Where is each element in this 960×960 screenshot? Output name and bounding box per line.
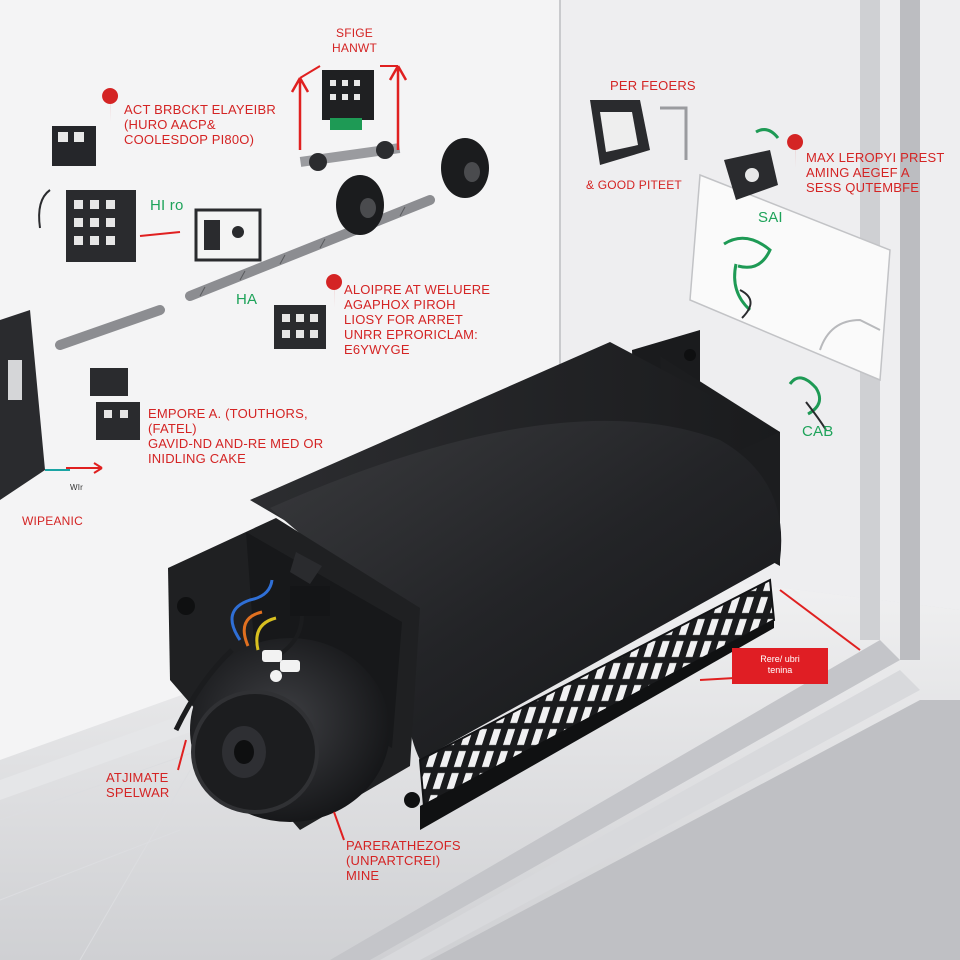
green-wiring — [723, 128, 822, 416]
right-callout: MAX LEROPYI PREST AMING AEGEF A SESS QUT… — [806, 150, 945, 195]
threaded-rod — [55, 195, 435, 350]
top-shaft — [299, 141, 401, 171]
tiny-left-label: WIr — [70, 483, 84, 492]
green-hi-label: HI ro — [150, 197, 184, 214]
bottom-center-callout: PARERATHEZOFS (UNPARTCREI) MINE — [346, 838, 461, 883]
good-piteet-label: & GOOD PITEET — [586, 178, 682, 192]
left-cabinet — [0, 310, 70, 500]
top-left-callout: ACT BRBCKT ELAYEIBR (HURO AACP& COOLESDO… — [124, 102, 276, 147]
glass-panel — [689, 173, 891, 382]
left-bracket-component — [38, 126, 181, 262]
motor-wiring — [173, 579, 304, 732]
wire-connectors — [262, 650, 300, 682]
bottom-left-callout: ATJIMATE SPELWAR — [106, 770, 170, 800]
green-ha-label: HA — [236, 291, 258, 308]
top-component — [290, 65, 408, 150]
mid-callout: ALOIPRE AT WELUERE AGAPHOX PIROH LIOSY F… — [344, 282, 491, 357]
green-cab-label: CAB — [802, 423, 834, 440]
switch-box — [194, 208, 262, 262]
top-center-label: SFIGE HANWT — [332, 26, 377, 55]
wipeanc-label: WIPEANIC — [22, 514, 83, 528]
roller-2 — [441, 138, 489, 198]
rail-frame — [330, 0, 960, 960]
red-tag-box: Rere/ ubri tenina — [732, 648, 828, 684]
top-right-bracket — [590, 100, 778, 200]
blower-unit — [168, 330, 782, 830]
dark-wiring — [739, 289, 827, 431]
callout-pins — [102, 88, 804, 308]
roller-1 — [336, 175, 384, 235]
mid-bracket-component — [274, 305, 326, 349]
left-mid-callout: EMPORE A. (TOUTHORS, (FATEL) GAVID-ND AN… — [148, 406, 324, 466]
top-right-label: PER FEOERS — [610, 78, 696, 93]
left-lower-component — [66, 368, 140, 474]
green-sai-label: SAI — [758, 209, 783, 226]
